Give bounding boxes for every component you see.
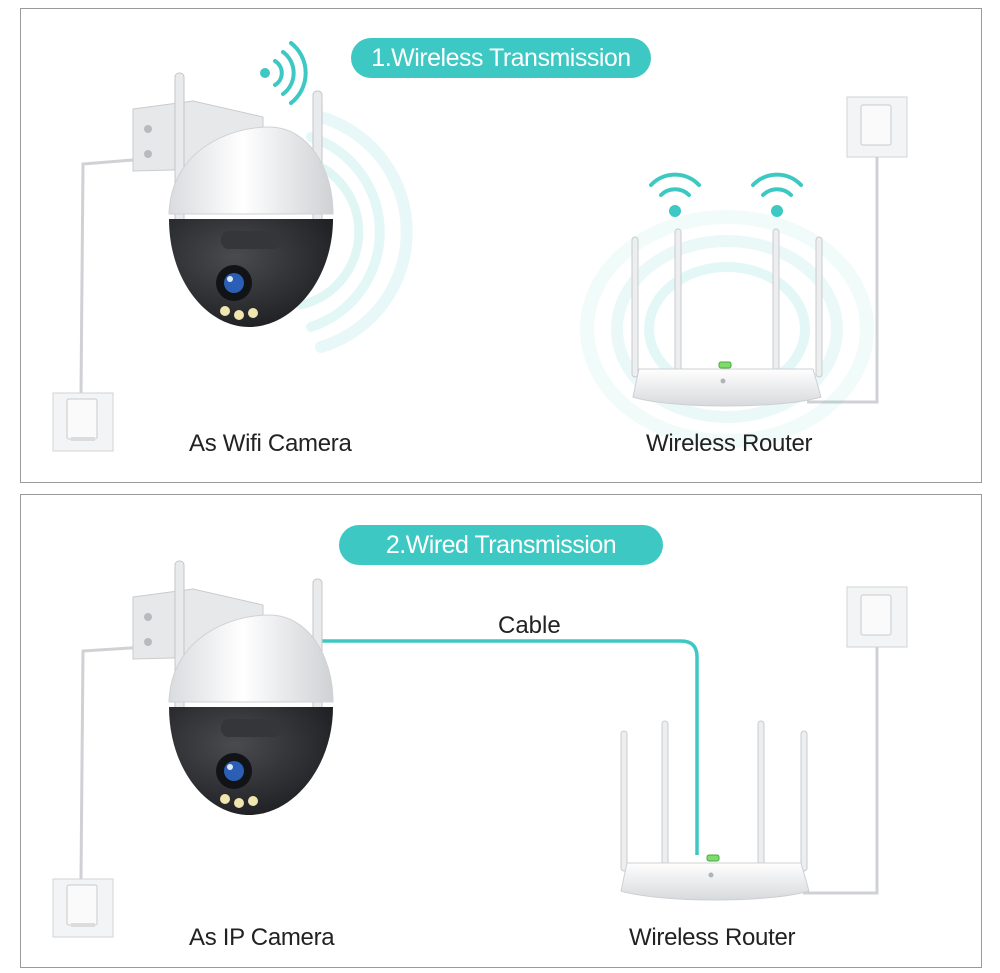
wireless-router-label: Wireless Router: [629, 924, 796, 951]
cable-label: Cable: [498, 612, 561, 639]
section-title-wired: 2.Wired Transmission: [339, 525, 663, 565]
camera-power-cable: [79, 645, 147, 880]
camera-signal-waves: [296, 111, 413, 353]
wireless-router: [620, 720, 810, 901]
wifi-icon: [260, 41, 308, 105]
router-power-cable: [803, 647, 879, 895]
ptz-camera: [132, 72, 334, 327]
router-power-cable: [807, 157, 879, 404]
wired-transmission-panel: 2.Wired Transmission Cable As IP Camera …: [20, 494, 982, 968]
router-wifi-icon-right: [751, 172, 803, 217]
camera-power-cable: [79, 157, 147, 395]
router-power-outlet-icon: [846, 96, 908, 158]
wired-scene: [52, 560, 908, 938]
ip-camera-label: As IP Camera: [189, 924, 335, 951]
network-cable: [283, 639, 699, 855]
wireless-transmission-panel: 1.Wireless Transmission As Wifi Camera W…: [20, 8, 982, 483]
wireless-scene: [52, 41, 908, 452]
router-signal-waves: [580, 210, 874, 448]
camera-power-outlet-icon: [52, 392, 114, 452]
router-wifi-icon-left: [649, 172, 701, 217]
wireless-router-label: Wireless Router: [646, 430, 813, 457]
router-power-outlet-icon: [846, 586, 908, 648]
section-title-wireless: 1.Wireless Transmission: [351, 38, 651, 78]
wireless-router: [631, 228, 823, 407]
wifi-camera-label: As Wifi Camera: [189, 430, 352, 457]
camera-power-outlet-icon: [52, 878, 114, 938]
ptz-camera: [132, 560, 334, 815]
